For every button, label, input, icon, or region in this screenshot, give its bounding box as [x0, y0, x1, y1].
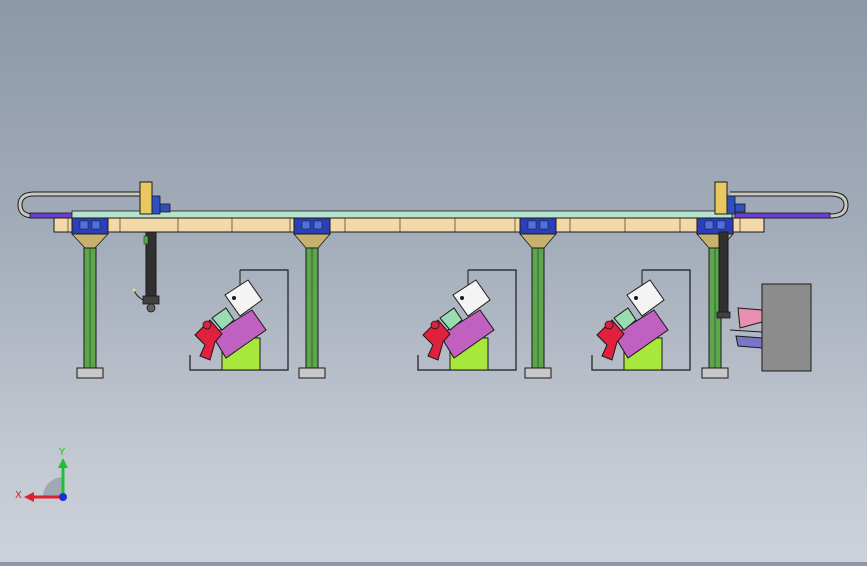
carriage-2 — [293, 217, 331, 235]
machine-station-2 — [417, 269, 517, 371]
x-axis-label: X — [15, 490, 22, 501]
chain-tray-right — [734, 212, 831, 219]
y-axis-label: Y — [58, 447, 66, 458]
beam-segment-lines — [67, 218, 741, 232]
column-1 — [71, 233, 109, 379]
carriage-1 — [71, 217, 109, 235]
carriage-4 — [696, 217, 734, 235]
output-stacker — [729, 283, 812, 372]
column-3 — [519, 233, 557, 379]
carriage-3 — [519, 217, 557, 235]
z-axis-right — [714, 181, 746, 319]
column-2 — [293, 233, 331, 379]
top-rail — [71, 210, 733, 219]
main-beam — [53, 217, 765, 233]
coordinate-triad: Y X — [15, 447, 68, 502]
machine-station-1 — [189, 269, 289, 371]
machine-station-3 — [591, 269, 691, 371]
z-axis-left — [132, 181, 171, 313]
cable-chain-right — [730, 191, 849, 219]
cable-chain-left — [17, 191, 140, 219]
